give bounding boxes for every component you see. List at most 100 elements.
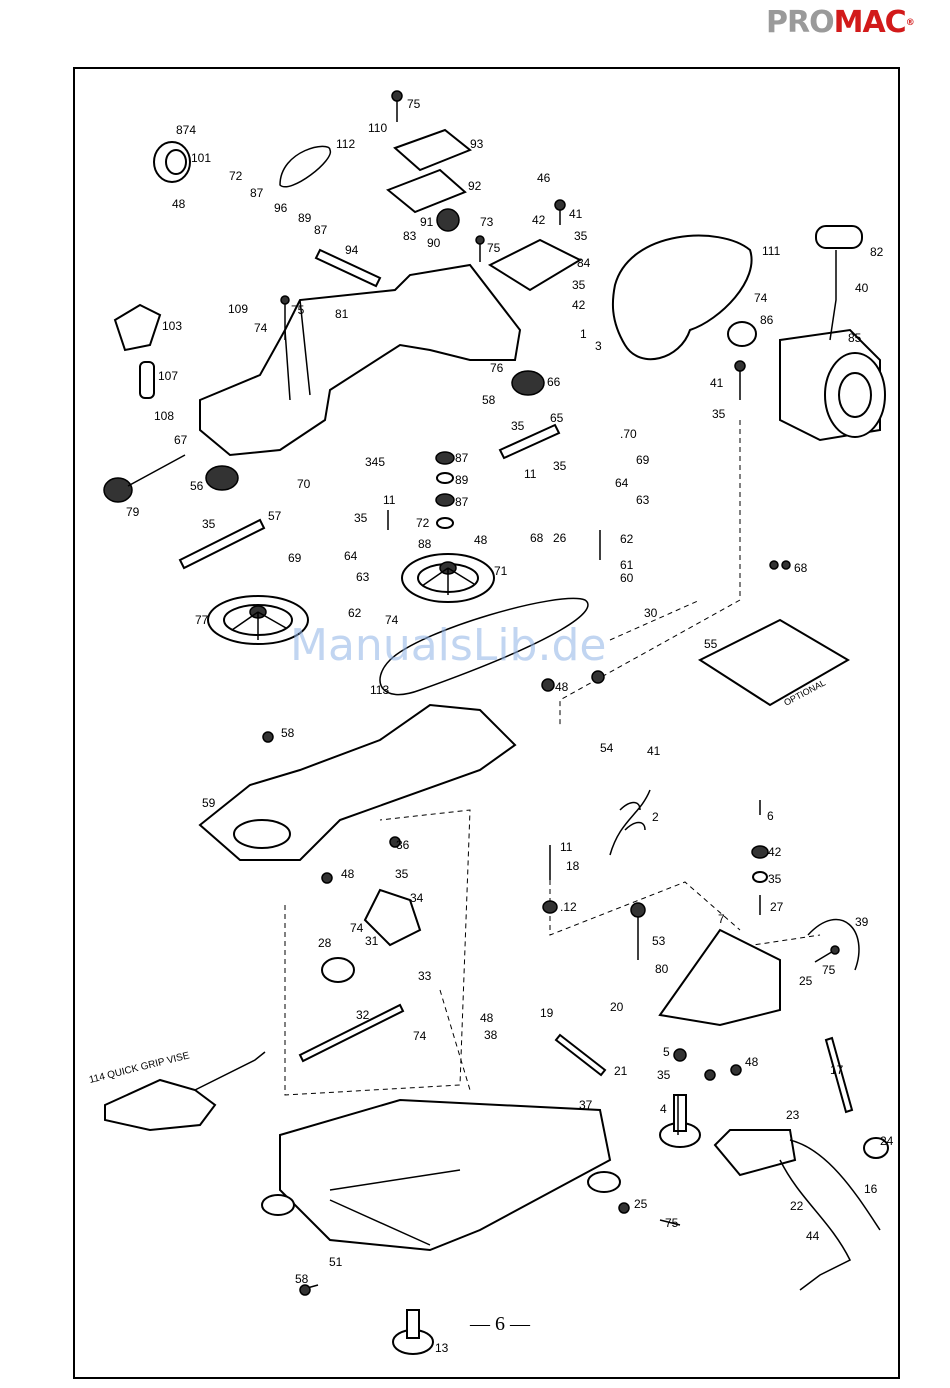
blade-guide-65 [498,423,561,460]
part-label: 33 [418,969,432,983]
motor [779,328,886,442]
part-label: 48 [555,680,569,694]
part-label: 42 [572,298,586,312]
leveling-foot-13 [392,1309,434,1355]
part-label: 35 [712,407,726,421]
part-label: 68 [530,531,544,545]
swivel-plate [658,928,781,1027]
support-rod [824,1036,854,1114]
part-label: 64 [344,549,358,563]
vise-hub [321,957,355,983]
part-label: 65 [550,411,564,425]
part-label: 35 [511,419,525,433]
bolts [262,90,840,1296]
part-label: 11 [383,493,396,507]
part-label: 31 [365,934,379,948]
part-label: 24 [880,1134,894,1148]
part-label: 87 [250,186,264,200]
part-label: 11 [560,840,573,854]
part-label: 41 [710,376,724,390]
part-label: 58 [281,726,295,740]
part-label: 42 [532,213,546,227]
tension-spring [609,789,651,856]
work-table [198,703,517,861]
part-label: 46 [537,171,551,185]
part-label: 75 [665,1216,679,1230]
part-label: 112 [336,137,355,151]
part-label: 13 [435,1341,449,1355]
part-label: 75 [407,97,421,111]
part-label: 48 [172,197,186,211]
part-label: 63 [356,570,370,584]
part-label: 110 [368,121,387,135]
part-label: 58 [295,1272,309,1286]
vise-jaw-34 [363,888,422,947]
page-number: — 6 — [469,1313,531,1335]
part-label: 81 [335,307,349,321]
part-label: 77 [195,613,209,627]
part-label: 73 [480,215,494,229]
part-label: 75 [487,241,501,255]
part-label: 22 [790,1199,804,1213]
drive-belt [279,145,331,188]
part-label: 58 [482,393,496,407]
handle-103 [113,303,162,352]
part-label: 55 [704,637,718,651]
part-label: 25 [634,1197,648,1211]
part-label: 19 [540,1006,554,1020]
part-label: 35 [572,278,586,292]
part-label: 109 [228,302,248,316]
part-label: 48 [474,533,488,547]
part-label: 35 [768,872,782,886]
part-label: 2 [652,810,659,824]
part-label: 113 [370,683,389,697]
shaft [314,248,382,288]
logo-registered-mark: ® [905,18,915,28]
part-label: 62 [620,532,634,546]
part-label: 11 [524,467,537,481]
part-label: 86 [760,313,774,327]
part-label: 48 [745,1055,759,1069]
base-foot-2 [587,1171,621,1193]
promac-logo: PROMAC® [766,5,915,40]
part-label: 3 [595,339,602,353]
bearing-stack-right [542,845,769,914]
leveling-foot-4 [659,1094,701,1148]
part-label: 107 [158,369,178,383]
part-label: 72 [416,516,430,530]
mount-bracket [487,238,583,292]
part-label: 82 [870,245,884,259]
part-label: 53 [652,934,666,948]
logo-mac-text: MAC [833,5,907,40]
part-label: 89 [298,211,312,225]
part-label: 40 [855,281,869,295]
part-label: 35 [657,1068,671,1082]
part-label: 30 [644,606,658,620]
part-label: 111 [762,244,781,258]
part-label: 51 [329,1255,343,1269]
part-label: 69 [636,453,650,467]
optional-stand-plate [697,618,850,707]
part-label: 28 [318,936,332,950]
part-label: 44 [806,1229,820,1243]
table-hole [233,819,291,849]
part-label: 72 [229,169,243,183]
part-label: 32 [356,1008,370,1022]
part-label: 1 [580,327,587,341]
part-label: 6 [767,809,774,823]
part-label: 5 [663,1045,670,1059]
part-label: 96 [274,201,288,215]
part-label: 70 [297,477,311,491]
saw-arm [199,263,522,457]
part-label: 68 [794,561,808,575]
blade-guard [611,234,753,361]
part-label: 35 [354,511,368,525]
gasket [386,168,467,214]
part-label: .70 [620,427,637,441]
spring-107 [139,361,155,399]
part-label: 63 [636,493,650,507]
part-label: 75 [822,963,836,977]
part-label: 88 [418,537,432,551]
pulley [153,141,191,183]
